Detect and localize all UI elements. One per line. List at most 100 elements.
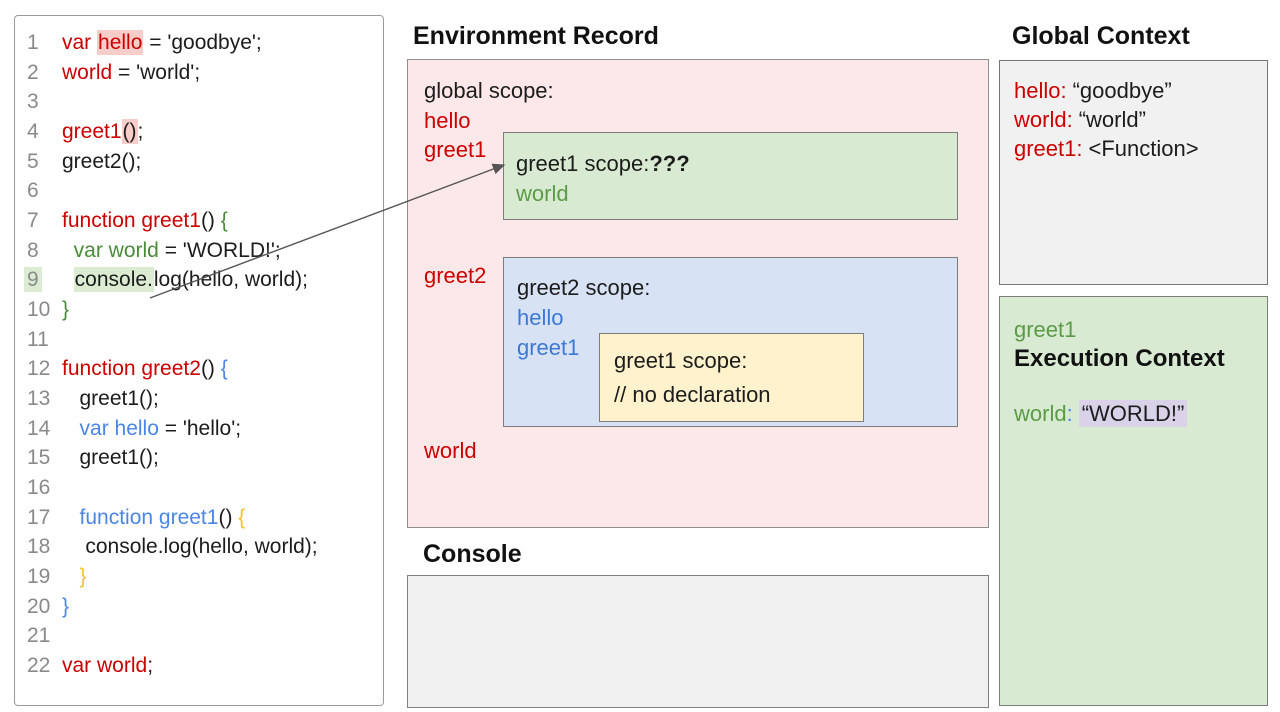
global-context-box: hello:“goodbye” world:“world” greet1:<Fu… bbox=[999, 60, 1268, 285]
code-line: 6 bbox=[24, 176, 381, 206]
line-number: 14 bbox=[27, 416, 51, 440]
code-text: var world; bbox=[62, 651, 153, 681]
code-text: } bbox=[62, 295, 69, 325]
global-var-world: world bbox=[424, 438, 477, 463]
code-segment: function greet1 bbox=[79, 505, 219, 529]
code-text: world = 'world'; bbox=[62, 58, 200, 88]
code-segment: ; bbox=[137, 120, 144, 144]
code-line: 9 console.log(hello, world); bbox=[24, 265, 381, 295]
code-segment bbox=[62, 417, 80, 440]
code-line: 16 bbox=[24, 473, 381, 503]
inner-greet1-scope-box: greet1 scope: // no declaration bbox=[599, 333, 864, 422]
greet2-scope-title: greet2 scope: bbox=[517, 275, 651, 300]
code-segment: world bbox=[62, 60, 113, 84]
variable-value: “WORLD!” bbox=[1078, 400, 1188, 427]
line-number: 10 bbox=[27, 298, 51, 322]
code-segment: = 'WORLD!'; bbox=[158, 238, 281, 262]
code-line: 2 world = 'world'; bbox=[24, 58, 381, 88]
greet1-scope-box: greet1 scope:??? world bbox=[503, 132, 958, 220]
environment-record-title: Environment Record bbox=[413, 22, 659, 50]
code-segment: hello bbox=[97, 30, 144, 55]
code-segment: function greet2 bbox=[62, 357, 201, 381]
console-output-box bbox=[407, 575, 989, 708]
code-segment: function greet1 bbox=[62, 209, 201, 233]
code-segment: var world bbox=[62, 654, 148, 678]
code-segment: () bbox=[200, 209, 221, 233]
code-text: greet1(); bbox=[62, 384, 159, 414]
code-line: 3 bbox=[24, 87, 381, 117]
entry-name: greet1: bbox=[1014, 136, 1083, 161]
code-segment: log(hello, world); bbox=[153, 268, 308, 292]
greet2-scope-box: greet2 scope: hello greet1 greet1 scope:… bbox=[503, 257, 958, 427]
code-text: console.log(hello, world); bbox=[62, 265, 308, 295]
code-segment: console.log(hello, world); bbox=[62, 535, 318, 559]
line-number: 20 bbox=[27, 594, 51, 618]
code-line: 7 function greet1() { bbox=[24, 206, 381, 236]
code-line: 19 } bbox=[24, 562, 381, 592]
code-text: } bbox=[62, 592, 69, 622]
execution-context-title: Execution Context bbox=[1014, 345, 1225, 372]
entry-value: <Function> bbox=[1088, 136, 1199, 161]
line-number: 12 bbox=[27, 357, 51, 381]
global-scope-label: global scope: bbox=[424, 78, 554, 103]
line-number: 19 bbox=[27, 565, 51, 589]
code-line: 13 greet1(); bbox=[24, 384, 381, 414]
code-line: 12 function greet2() { bbox=[24, 354, 381, 384]
line-number: 13 bbox=[27, 387, 51, 411]
variable-name: world bbox=[1014, 401, 1067, 426]
code-segment bbox=[62, 565, 80, 588]
code-segment: () bbox=[200, 357, 221, 381]
inner-greet1-scope-comment: // no declaration bbox=[614, 382, 771, 407]
code-segment: { bbox=[220, 357, 228, 381]
line-number: 2 bbox=[27, 60, 39, 84]
greet1-scope-var-world: world bbox=[516, 181, 569, 206]
code-line: 10} bbox=[24, 295, 381, 325]
code-segment: greet1(); bbox=[62, 446, 159, 470]
code-text: greet1(); bbox=[62, 443, 159, 473]
code-line: 8 var world = 'WORLD!'; bbox=[24, 236, 381, 266]
code-segment: var bbox=[62, 31, 98, 54]
code-text: function greet1() { bbox=[62, 503, 246, 533]
greet1-scope-question: ??? bbox=[649, 151, 690, 176]
code-segment: ; bbox=[147, 654, 154, 678]
greet1-scope-title: greet1 scope:??? bbox=[516, 151, 690, 177]
global-context-entry: world:“world” bbox=[1014, 107, 1146, 133]
code-line: 20} bbox=[24, 592, 381, 622]
code-line: 21 bbox=[24, 621, 381, 651]
code-segment bbox=[62, 506, 80, 529]
line-number: 6 bbox=[27, 179, 39, 203]
line-number: 22 bbox=[27, 654, 51, 678]
line-number: 7 bbox=[27, 209, 39, 233]
line-number: 11 bbox=[27, 327, 49, 351]
greet2-scope-var-hello: hello bbox=[517, 305, 564, 330]
code-text: var world = 'WORLD!'; bbox=[62, 236, 281, 266]
code-segment: () bbox=[218, 505, 239, 529]
entry-name: hello: bbox=[1014, 78, 1067, 103]
entry-value: “world” bbox=[1078, 107, 1146, 132]
code-segment: greet2(); bbox=[62, 149, 142, 173]
code-segment: { bbox=[220, 209, 228, 233]
execution-context-variable-row: world:“WORLD!” bbox=[1014, 400, 1188, 427]
code-text: function greet2() { bbox=[62, 354, 228, 384]
code-text: var hello = 'goodbye'; bbox=[62, 28, 262, 58]
code-text: greet2(); bbox=[62, 147, 141, 177]
code-segment: greet1(); bbox=[62, 387, 159, 411]
global-context-entry: greet1:<Function> bbox=[1014, 136, 1199, 162]
code-line: 17 function greet1() { bbox=[24, 503, 381, 533]
code-text: var hello = 'hello'; bbox=[62, 414, 242, 444]
code-segment bbox=[62, 239, 74, 262]
code-segment: console. bbox=[73, 267, 154, 293]
code-line: 18 console.log(hello, world); bbox=[24, 532, 381, 562]
line-number: 18 bbox=[27, 535, 51, 559]
code-line: 22 var world; bbox=[24, 651, 381, 681]
execution-context-function-name: greet1 bbox=[1014, 317, 1077, 342]
code-segment: } bbox=[62, 594, 70, 618]
console-title: Console bbox=[423, 540, 522, 568]
entry-name: world: bbox=[1014, 107, 1073, 132]
code-line: 15 greet1(); bbox=[24, 443, 381, 473]
